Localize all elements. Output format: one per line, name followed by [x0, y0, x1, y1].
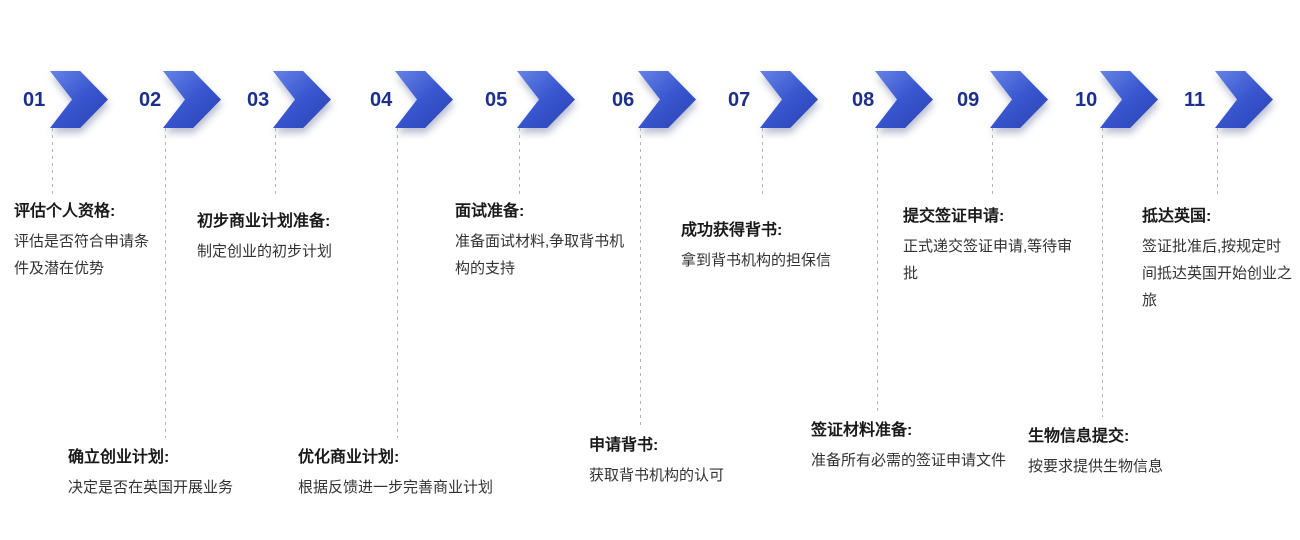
step-desc-04: 根据反馈进一步完善商业计划 — [298, 479, 494, 496]
step-title-04: 优化商业计划: — [298, 449, 400, 466]
step-number-09: 09 — [957, 89, 980, 111]
chevron-right-icon — [517, 71, 575, 128]
step-title-01: 评估个人资格: — [14, 203, 116, 220]
step-number-07: 07 — [728, 89, 751, 111]
step-desc-05: 准备面试材料,争取背书机构的支持 — [455, 233, 625, 277]
chevron-right-icon — [638, 71, 696, 128]
step-number-05: 05 — [485, 89, 508, 111]
step-desc-09: 正式递交签证申请,等待审批 — [903, 238, 1073, 282]
step-title-02: 确立创业计划: — [68, 449, 170, 466]
step-text-10: 生物信息提交: 按要求提供生物信息 — [1028, 425, 1178, 480]
connector-line-08 — [877, 128, 878, 411]
step-number-02: 02 — [139, 89, 162, 111]
chevron-right-icon — [50, 71, 108, 128]
chevron-right-icon — [273, 71, 331, 128]
connector-line-01 — [52, 128, 53, 196]
step-text-11: 抵达英国: 签证批准后,按规定时间抵达英国开始创业之旅 — [1142, 205, 1294, 314]
step-text-04: 优化商业计划: 根据反馈进一步完善商业计划 — [298, 446, 503, 501]
connector-line-10 — [1102, 128, 1103, 417]
connector-line-04 — [397, 128, 398, 438]
step-title-09: 提交签证申请: — [903, 208, 1005, 225]
step-title-06: 申请背书: — [589, 437, 659, 454]
chevron-right-icon — [990, 71, 1048, 128]
step-text-03: 初步商业计划准备: 制定创业的初步计划 — [197, 210, 357, 265]
chevron-right-icon — [395, 71, 453, 128]
step-number-03: 03 — [247, 89, 270, 111]
step-title-11: 抵达英国: — [1142, 208, 1212, 225]
chevron-right-icon — [1100, 71, 1158, 128]
step-number-11: 11 — [1184, 89, 1206, 111]
step-desc-06: 获取背书机构的认可 — [589, 467, 725, 484]
step-desc-03: 制定创业的初步计划 — [197, 243, 333, 260]
chevron-right-icon — [1215, 71, 1273, 128]
chevron-right-icon — [760, 71, 818, 128]
step-number-08: 08 — [852, 89, 875, 111]
step-text-02: 确立创业计划: 决定是否在英国开展业务 — [68, 446, 243, 501]
connector-line-11 — [1217, 128, 1218, 196]
step-number-06: 06 — [612, 89, 635, 111]
step-text-05: 面试准备: 准备面试材料,争取背书机构的支持 — [455, 200, 625, 282]
step-desc-02: 决定是否在英国开展业务 — [68, 479, 234, 496]
step-title-07: 成功获得背书: — [681, 222, 783, 239]
step-text-01: 评估个人资格: 评估是否符合申请条件及潜在优势 — [14, 200, 159, 282]
chevron-right-icon — [875, 71, 933, 128]
connector-line-03 — [275, 128, 276, 198]
step-title-08: 签证材料准备: — [811, 422, 913, 439]
step-desc-08: 准备所有必需的签证申请文件 — [811, 452, 1007, 469]
step-desc-10: 按要求提供生物信息 — [1028, 458, 1164, 475]
step-desc-11: 签证批准后,按规定时间抵达英国开始创业之旅 — [1142, 238, 1293, 309]
step-text-07: 成功获得背书: 拿到背书机构的担保信 — [681, 219, 841, 274]
step-text-09: 提交签证申请: 正式递交签证申请,等待审批 — [903, 205, 1085, 287]
step-text-06: 申请背书: 获取背书机构的认可 — [589, 434, 739, 489]
step-title-10: 生物信息提交: — [1028, 428, 1130, 445]
step-desc-01: 评估是否符合申请条件及潜在优势 — [14, 233, 150, 277]
step-text-08: 签证材料准备: 准备所有必需的签证申请文件 — [811, 419, 1016, 474]
step-title-05: 面试准备: — [455, 203, 525, 220]
step-title-03: 初步商业计划准备: — [197, 213, 331, 230]
connector-line-02 — [165, 128, 166, 438]
step-number-10: 10 — [1075, 89, 1098, 111]
chevron-right-icon — [163, 71, 221, 128]
connector-line-09 — [992, 128, 993, 196]
connector-line-07 — [762, 128, 763, 196]
step-number-04: 04 — [370, 89, 393, 111]
step-desc-07: 拿到背书机构的担保信 — [681, 252, 832, 269]
step-number-01: 01 — [23, 89, 46, 111]
connector-line-05 — [519, 128, 520, 196]
connector-line-06 — [640, 128, 641, 426]
